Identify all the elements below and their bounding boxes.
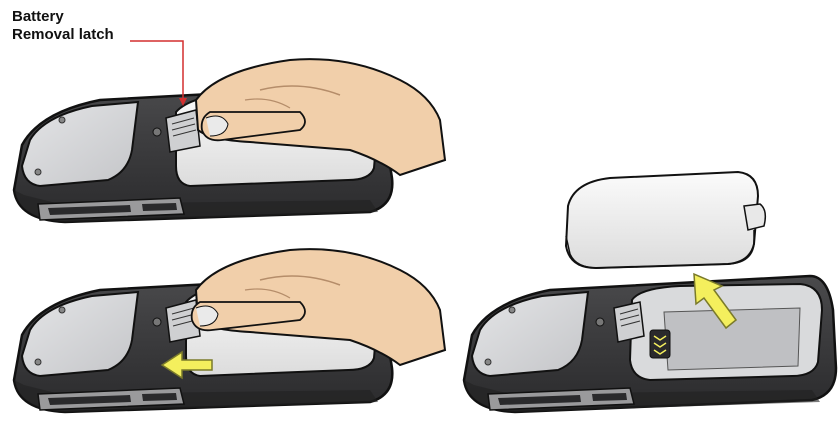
panel-screw xyxy=(485,359,491,365)
step-lift-battery xyxy=(464,172,836,412)
step-press-latch xyxy=(14,41,445,222)
device-screw xyxy=(153,318,161,326)
battery-latch[interactable] xyxy=(166,110,200,152)
device-screw xyxy=(596,318,604,326)
callout-line1: Battery xyxy=(12,8,114,26)
callout-line2: Removal latch xyxy=(12,26,114,44)
panel-screw xyxy=(59,117,65,123)
panel-screw xyxy=(35,359,41,365)
device-screw xyxy=(153,128,161,136)
step-slide-latch xyxy=(14,249,445,412)
battery-contacts xyxy=(650,330,670,358)
side-grip-slot xyxy=(592,393,627,401)
side-grip-slot xyxy=(142,203,177,211)
panel-screw xyxy=(35,169,41,175)
battery-removal-latch-callout: Battery Removal latch xyxy=(12,8,114,44)
panel-screw xyxy=(509,307,515,313)
side-grip-slot xyxy=(142,393,177,401)
removed-battery-cover xyxy=(566,172,765,268)
battery-cover-tab xyxy=(744,204,765,230)
latch-callout-line xyxy=(130,41,183,100)
panel-screw xyxy=(59,307,65,313)
battery-latch[interactable] xyxy=(614,302,644,342)
